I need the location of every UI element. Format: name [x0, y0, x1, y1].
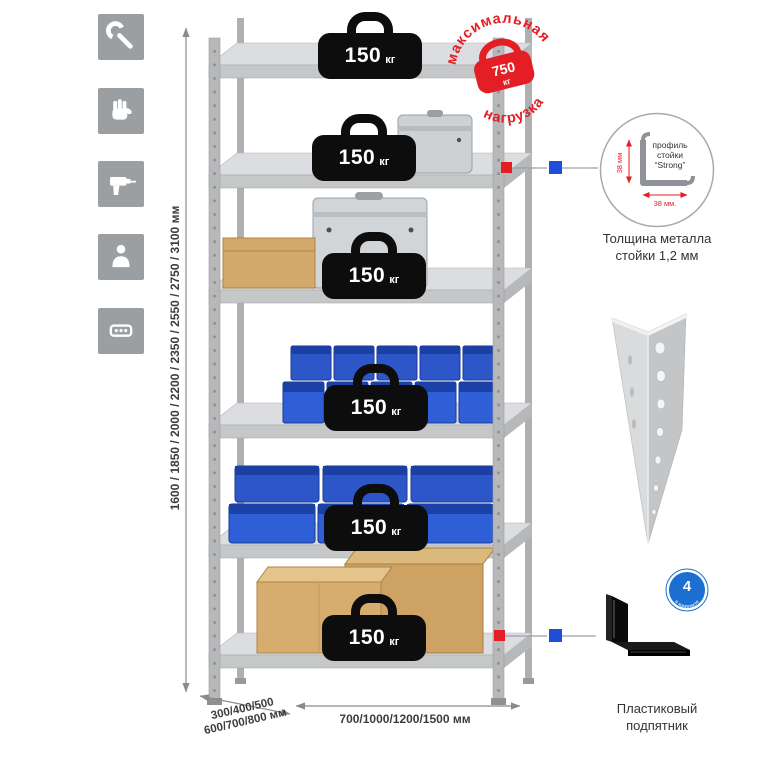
stamp-kettlebell-handle	[479, 38, 522, 62]
kettlebell-handle	[341, 114, 387, 138]
shelf-load-weight-3: 150 кг	[322, 232, 426, 299]
kettlebell-handle	[351, 232, 397, 256]
level-icon	[109, 324, 133, 337]
stamp-kettlebell-body	[474, 50, 535, 94]
back-left-post	[237, 18, 244, 680]
foot-caption-line-2: подпятник	[626, 718, 688, 733]
gloves-icon-box	[98, 88, 144, 134]
drill-icon	[110, 176, 136, 195]
cardboard-box-shelf3	[222, 237, 316, 289]
load-unit: кг	[391, 525, 402, 538]
profile-label-3: “Strong”	[655, 160, 686, 170]
foot-pad	[235, 678, 246, 684]
shelf-load-weight-6: 150 кг	[322, 594, 426, 661]
load-unit: кг	[379, 155, 390, 168]
back-right-post	[525, 18, 532, 680]
angle-post-image	[611, 313, 687, 545]
height-dimensions-label: 1600 / 1850 / 2000 / 2200 / 2350 / 2550 …	[168, 205, 182, 511]
front-left-post	[208, 37, 221, 701]
kettlebell-body: 150 кг	[318, 33, 422, 79]
stamp-load-unit: кг	[502, 76, 512, 88]
profile-drawing	[640, 140, 687, 186]
foot-pad	[207, 698, 222, 705]
load-unit: кг	[389, 635, 400, 648]
front-right-post	[492, 37, 505, 701]
gloves-icon	[112, 99, 132, 120]
kettlebell-body: 150 кг	[324, 505, 428, 551]
person-icon-box	[98, 234, 144, 280]
svg-text:в комплекте: в комплекте	[673, 599, 701, 610]
post-profile-callout: 38 мм 38 мм. профиль стойки “Strong”	[599, 112, 715, 228]
shelf-load-weight-2: 150 кг	[312, 114, 416, 181]
badge-number: 4	[683, 578, 692, 595]
kettlebell-body: 150 кг	[322, 253, 426, 299]
wrench-icon-box	[98, 14, 144, 60]
load-value: 150	[348, 626, 386, 649]
kettlebell-handle	[353, 364, 399, 388]
profile-caption-line-2: стойки 1,2 мм	[615, 248, 699, 263]
profile-label-2: стойки	[657, 150, 683, 160]
foot-pad	[523, 678, 534, 684]
shelf-load-weight-5: 150 кг	[324, 484, 428, 551]
load-value: 150	[348, 264, 386, 287]
person-icon	[112, 244, 130, 268]
stamp-load-value: 750	[490, 58, 517, 79]
foot-pad	[491, 698, 506, 705]
kettlebell-handle	[347, 12, 393, 36]
profile-caption-line-1: Толщина металла	[602, 231, 712, 246]
load-value: 150	[350, 516, 388, 539]
load-unit: кг	[385, 53, 396, 66]
load-unit: кг	[391, 405, 402, 418]
kettlebell-handle	[351, 594, 397, 618]
shelf-load-weight-1: 150 кг	[318, 12, 422, 79]
foot-caption-line-1: Пластиковый	[616, 701, 698, 716]
blue-marker-top	[549, 161, 562, 174]
kettlebell-body: 150 кг	[312, 135, 416, 181]
profile-caption: Толщина металла стойки 1,2 мм	[577, 230, 737, 264]
blue-marker-bottom	[549, 629, 562, 642]
load-value: 150	[338, 146, 376, 169]
badge-text: в комплекте	[673, 599, 701, 610]
load-value: 150	[344, 44, 382, 67]
foot-caption: Пластиковый подпятник	[577, 700, 737, 734]
included-count-badge: 4 в комплекте	[665, 568, 709, 612]
profile-dim-vertical-label: 38 мм	[615, 153, 624, 174]
load-unit: кг	[389, 273, 400, 286]
drill-icon-box	[98, 161, 144, 207]
plastic-foot-image	[606, 594, 690, 656]
load-value: 150	[350, 396, 388, 419]
kettlebell-body: 150 кг	[322, 615, 426, 661]
shelf-load-weight-4: 150 кг	[324, 364, 428, 431]
profile-lip-right	[686, 175, 695, 185]
profile-label-1: профиль	[652, 140, 688, 150]
kettlebell-body: 150 кг	[324, 385, 428, 431]
max-load-stamp: максимальная нагрузка 750 кг	[424, 0, 582, 146]
width-dimensions-label: 700/1000/1200/1500 мм	[339, 712, 471, 726]
profile-dim-horizontal-label: 38 мм.	[654, 199, 677, 208]
profile-lip-top	[641, 132, 651, 141]
wrench-icon	[106, 21, 133, 49]
kettlebell-handle	[353, 484, 399, 508]
level-icon-box	[98, 308, 144, 354]
